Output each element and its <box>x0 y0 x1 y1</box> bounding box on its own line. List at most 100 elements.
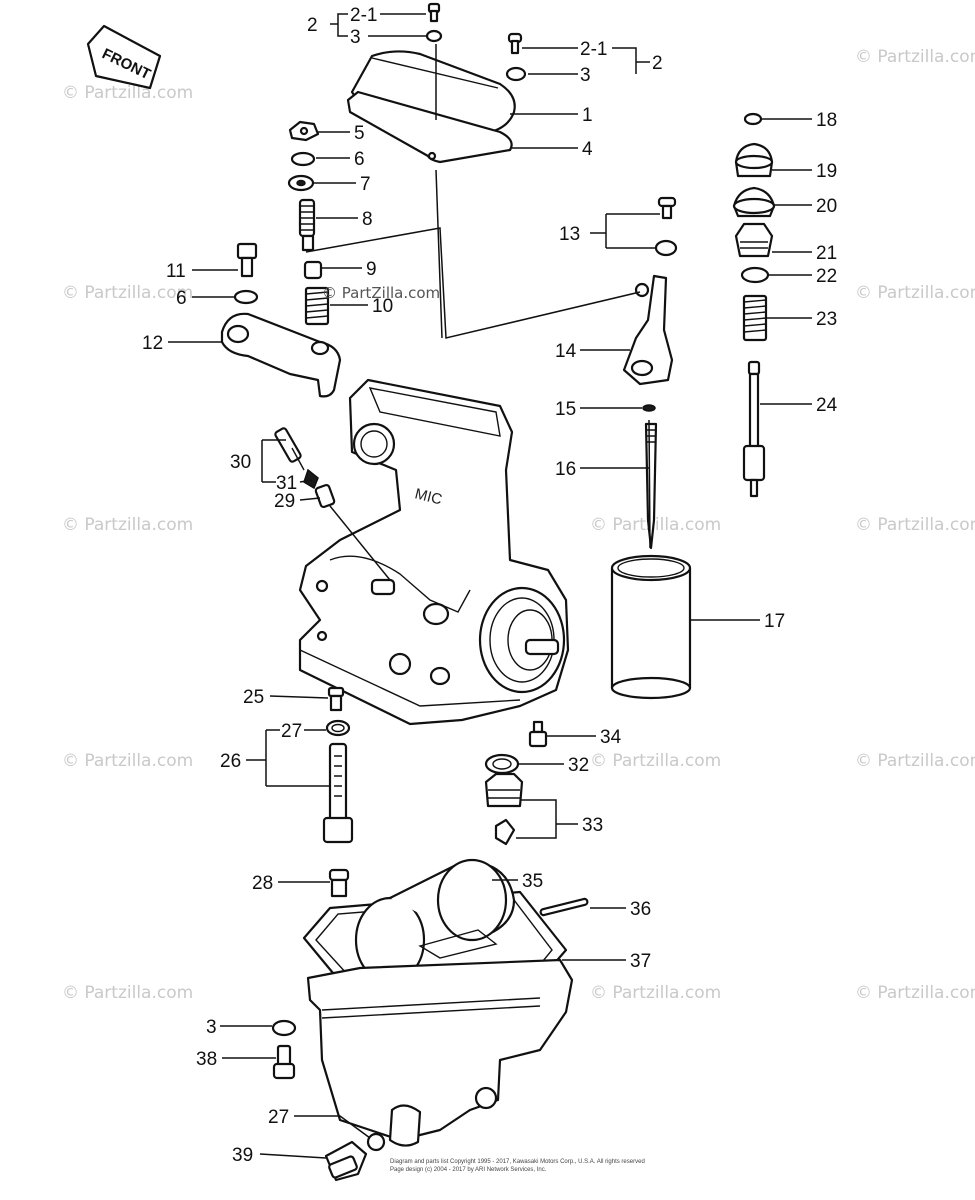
bolt-11 <box>236 242 258 278</box>
callout-1: 1 <box>582 105 593 126</box>
callout-37: 37 <box>630 951 651 972</box>
cap-18 <box>743 112 763 126</box>
callout-32: 32 <box>568 755 589 776</box>
callout-39: 39 <box>232 1145 253 1166</box>
callout-12: 12 <box>142 333 163 354</box>
watermark: © Partzilla.com <box>855 47 975 67</box>
float-pin <box>539 897 589 917</box>
cap-19 <box>734 142 774 178</box>
watermark: © Partzilla.com <box>590 515 721 535</box>
pilot-jet-25 <box>327 686 345 712</box>
callout-22: 22 <box>816 266 837 287</box>
callout-10: 10 <box>372 296 393 317</box>
copyright-notice: Diagram and parts list Copyright 1995 - … <box>390 1159 645 1173</box>
callout-3c: 3 <box>206 1017 217 1038</box>
callout-2-1b: 2-1 <box>580 39 607 60</box>
spring-31 <box>303 468 319 490</box>
fitting-34 <box>528 720 548 748</box>
spring-23 <box>742 294 768 342</box>
throttle-lever <box>220 312 342 398</box>
top-cover-group <box>346 2 527 164</box>
main-jet-28 <box>328 868 350 898</box>
callout-27b: 27 <box>268 1107 289 1128</box>
outlet-flange <box>478 586 566 694</box>
callout-9: 9 <box>366 259 377 280</box>
washer-3-right <box>505 66 527 82</box>
callout-29: 29 <box>274 491 295 512</box>
callout-6b: 6 <box>176 288 187 309</box>
o-ring-27-bottom <box>366 1132 386 1152</box>
callout-31: 31 <box>276 473 297 494</box>
callout-21: 21 <box>816 243 837 264</box>
callout-17: 17 <box>764 611 785 632</box>
callouts: 2 2-1 3 2-1 3 2 1 4 5 6 7 8 9 10 © PartZ… <box>142 5 838 1166</box>
watermark: © Partzilla.com <box>855 983 975 1003</box>
reference-lines <box>305 44 651 581</box>
needle-parts <box>610 196 692 700</box>
callout-11: 11 <box>166 261 186 282</box>
float-bowl <box>306 958 574 1142</box>
callout-13: 13 <box>559 224 580 245</box>
needle-jet-26 <box>322 742 354 844</box>
callout-35: 35 <box>522 871 543 892</box>
watermark: © Partzilla.com <box>62 283 193 303</box>
float <box>354 858 516 984</box>
callout-25: 25 <box>243 687 264 708</box>
washer-29 <box>314 483 336 509</box>
plunger-24 <box>742 360 766 498</box>
callout-2-1a: 2-1 <box>350 5 377 26</box>
watermarks: © Partzilla.com © Partzilla.com © Partzi… <box>62 47 975 1003</box>
callout-28: 28 <box>252 873 273 894</box>
needle-bracket <box>622 274 674 386</box>
starter-plunger-parts <box>732 112 776 498</box>
callout-2b: 2 <box>652 53 663 74</box>
float-valve-33 <box>484 772 524 846</box>
callout-23: 23 <box>816 309 837 330</box>
callout-34: 34 <box>600 727 622 748</box>
watermark: © Partzilla.com <box>590 751 721 771</box>
screw-13 <box>657 196 677 220</box>
watermark: © Partzilla.com <box>62 983 193 1003</box>
washer-6-lower <box>233 289 259 305</box>
o-ring-27 <box>325 719 351 737</box>
throttle-valve <box>610 554 692 700</box>
callout-2a: 2 <box>307 15 318 36</box>
callout-36: 36 <box>630 899 651 920</box>
watermark: © Partzilla.com <box>62 83 193 103</box>
callout-6a: 6 <box>354 149 365 170</box>
watermark: © Partzilla.com <box>855 751 975 771</box>
callout-26: 26 <box>220 751 241 772</box>
washer-22 <box>740 266 770 284</box>
gasket-32 <box>484 753 520 775</box>
watermark: © Partzilla.com <box>590 983 721 1003</box>
callout-15: 15 <box>555 399 576 420</box>
clip-15 <box>642 404 656 412</box>
callout-38: 38 <box>196 1049 217 1070</box>
callout-5: 5 <box>354 123 365 144</box>
callout-3b: 3 <box>580 65 591 86</box>
nut-21 <box>734 222 774 258</box>
callout-14: 14 <box>555 341 577 362</box>
spring-10 <box>304 286 330 326</box>
copyright-line-1: Diagram and parts list Copyright 1995 - … <box>390 1159 645 1165</box>
washer-6-upper <box>290 151 316 167</box>
washer-3-bowl <box>271 1019 297 1037</box>
cap-9 <box>303 260 323 280</box>
watermark: © Partzilla.com <box>855 515 975 535</box>
front-arrow: FRONT <box>86 24 162 90</box>
drain-plug-39 <box>324 1140 368 1182</box>
body-mark: MIC <box>413 485 444 508</box>
center-watermark: © PartZilla.com <box>322 284 440 302</box>
callout-3a: 3 <box>350 27 361 48</box>
callout-4: 4 <box>582 139 593 160</box>
carburetor-body: MIC <box>298 378 570 726</box>
screw-38 <box>272 1044 296 1080</box>
watermark: © Partzilla.com <box>62 515 193 535</box>
callout-16: 16 <box>555 459 576 480</box>
nut-13 <box>654 239 678 257</box>
callout-8: 8 <box>362 209 373 230</box>
watermark: © Partzilla.com <box>855 283 975 303</box>
boot-20 <box>732 186 776 218</box>
washer-3-top <box>425 29 443 43</box>
